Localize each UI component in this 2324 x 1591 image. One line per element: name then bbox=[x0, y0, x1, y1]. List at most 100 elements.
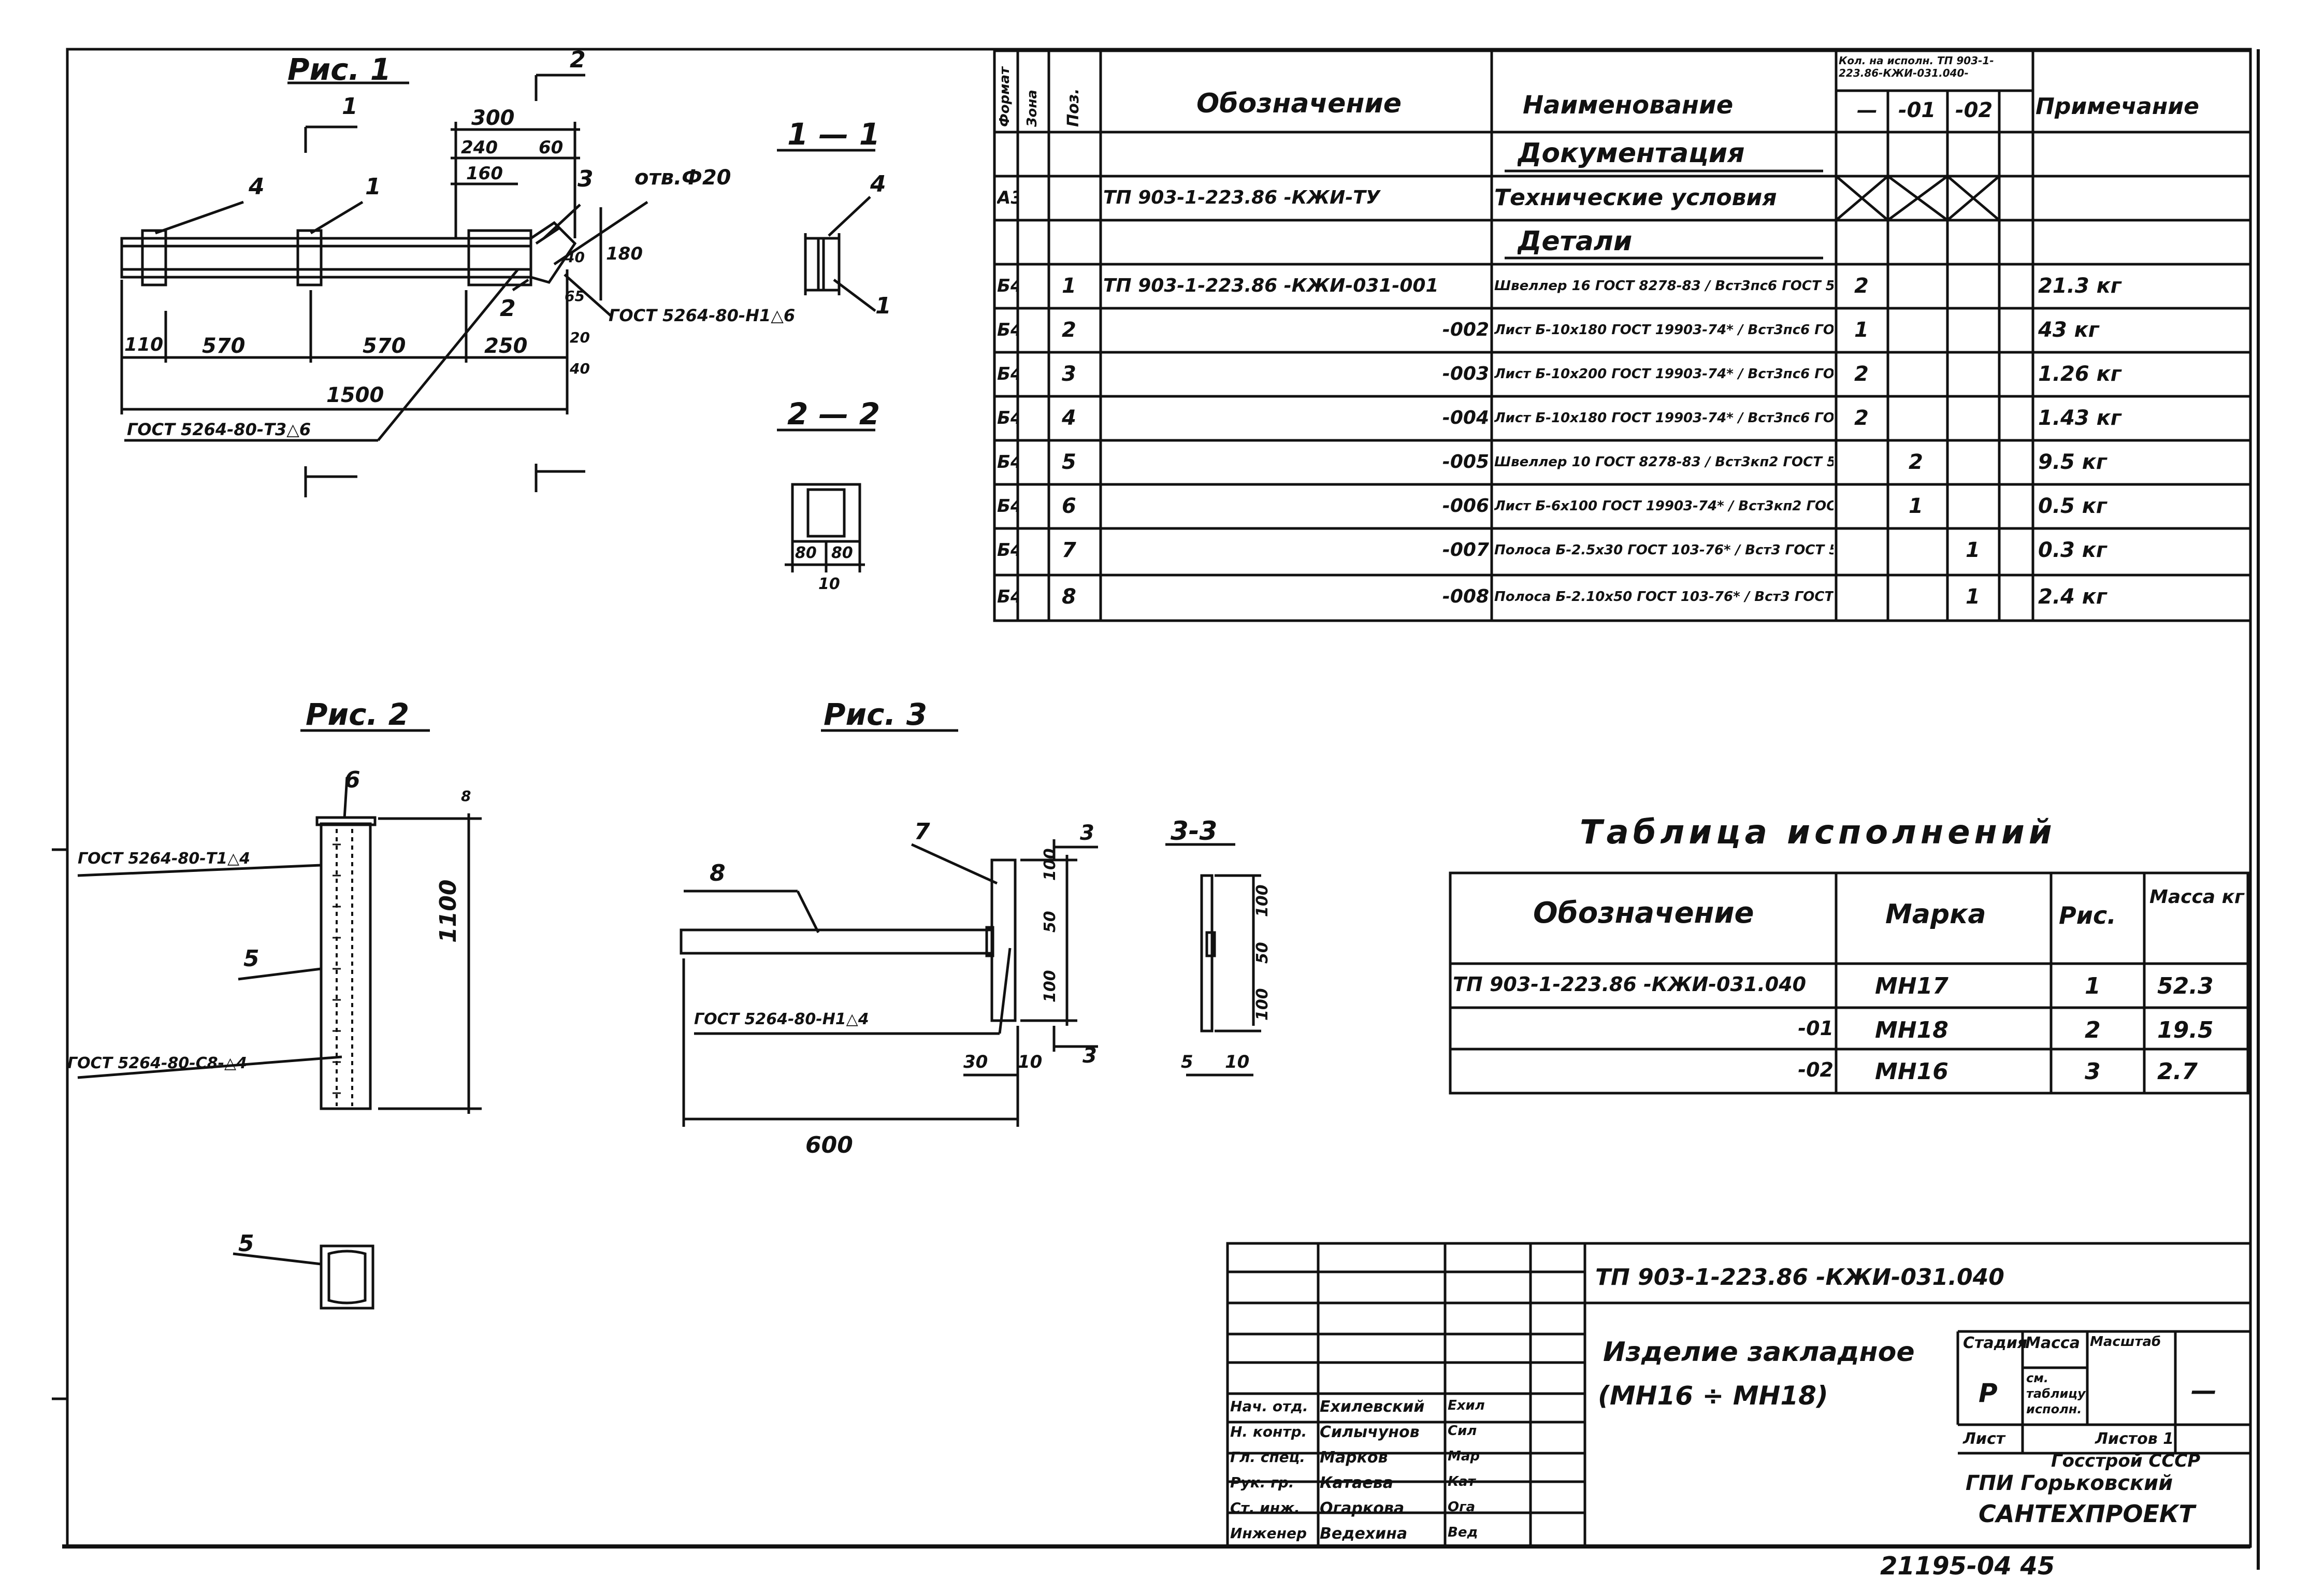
fig3-section-mark: 3 bbox=[1080, 821, 1094, 845]
spec-cell-pos: 8 bbox=[1062, 584, 1076, 609]
spec-cell-designation: -005 bbox=[1442, 451, 1489, 472]
fig1-label: 1 bbox=[365, 174, 381, 200]
spec-cell-pos: 5 bbox=[1062, 450, 1076, 474]
org-line1: Госстрой СССР bbox=[2051, 1451, 2201, 1471]
spec-cell-note: 1.26 кг bbox=[2038, 362, 2121, 386]
spec-table-grid bbox=[993, 49, 2252, 622]
section-mark-2: 2 bbox=[570, 47, 586, 73]
sheet-label: Лист bbox=[1963, 1430, 2005, 1448]
fig2-dim: 1100 bbox=[435, 879, 461, 943]
spec-cell-pos: 1 bbox=[1062, 274, 1076, 298]
fig1-dim: 570 bbox=[363, 334, 406, 358]
title-line1: Изделие закладное bbox=[1603, 1337, 1915, 1368]
exec-table-grid bbox=[1449, 871, 2249, 1095]
sec3-dim: 100 bbox=[1253, 988, 1272, 1021]
spec-cell-name: Лист Б-10х180 ГОСТ 19903-74* / Вст3пс6 Г… bbox=[1494, 322, 1834, 338]
spec-cell-designation: ТП 903-1-223.86 -КЖИ-ТУ bbox=[1103, 187, 1380, 208]
spec-cell-designation: -003 bbox=[1442, 363, 1489, 384]
fig3-dim: 100 bbox=[1041, 848, 1059, 881]
exec-cell: 1 bbox=[2085, 973, 2101, 999]
staff-sign: Ога bbox=[1448, 1499, 1476, 1515]
staff-name: Exилевский bbox=[1320, 1398, 1425, 1416]
staff-role: Рук. гр. bbox=[1230, 1474, 1294, 1491]
exec-header: Обозначение bbox=[1533, 896, 1754, 930]
fig3-dim: 50 bbox=[1041, 911, 1059, 933]
stage-label: Стадия bbox=[1963, 1334, 2028, 1352]
spec-cell-pos: 6 bbox=[1062, 494, 1076, 518]
spec-cell-q2: 1 bbox=[1966, 584, 1980, 609]
fig1-dim: 300 bbox=[471, 106, 515, 130]
fig1-dim: 110 bbox=[124, 334, 164, 355]
fig2-label: 6 bbox=[344, 767, 360, 793]
spec-cell-pos: 7 bbox=[1062, 538, 1076, 562]
exec-cell: МН17 bbox=[1875, 973, 1948, 999]
spec-cell-q0: 2 bbox=[1854, 274, 1869, 298]
spec-cell-name: Полоса Б-2.10х50 ГОСТ 103-76* / Вст3 ГОС… bbox=[1494, 589, 1834, 605]
section-1-1-label: 4 bbox=[870, 171, 886, 197]
fig1-label: 2 bbox=[500, 295, 516, 322]
org-line2: ГПИ Горьковский bbox=[1966, 1471, 2173, 1495]
section-2-2-drawing bbox=[777, 428, 875, 572]
spec-cell-format: Б4 bbox=[997, 276, 1018, 297]
sec3-dim: 100 bbox=[1253, 884, 1272, 917]
section-2-2-dim: 10 bbox=[818, 575, 840, 593]
exec-cell: МН18 bbox=[1875, 1017, 1948, 1043]
spec-cell-designation: ТП 903-1-223.86 -КЖИ-031-001 bbox=[1103, 275, 1439, 296]
fig1-drawing bbox=[120, 74, 648, 497]
spec-cell-format: Б4 bbox=[997, 586, 1018, 608]
staff-sign: Мар bbox=[1448, 1449, 1480, 1464]
fig3-label: 8 bbox=[710, 860, 726, 886]
spec-header-qty-col: — bbox=[1857, 98, 1878, 122]
staff-name: Марков bbox=[1320, 1449, 1388, 1467]
section-3-3-title: 3-3 bbox=[1171, 816, 1218, 846]
spec-header-qty-col: -02 bbox=[1955, 98, 1993, 122]
fig2-dim: 8 bbox=[461, 787, 471, 805]
spec-cell-designation: -007 bbox=[1442, 539, 1489, 561]
doc-number: ТП 903-1-223.86 -КЖИ-031.040 bbox=[1595, 1264, 2004, 1291]
fig1-dim: 250 bbox=[484, 334, 528, 358]
exec-cell: 2 bbox=[2085, 1017, 2101, 1043]
staff-role: Ст. инж. bbox=[1230, 1499, 1300, 1516]
spec-cell-note: 2.4 кг bbox=[2038, 584, 2107, 609]
spec-cell-q0: 2 bbox=[1854, 362, 1869, 386]
fig1-title: Рис. 1 bbox=[287, 52, 392, 87]
spec-cell-name: Технические условия bbox=[1494, 184, 1777, 211]
spec-header-format: Формат bbox=[997, 66, 1013, 127]
org-line3: САНТЕХПРОЕКТ bbox=[1979, 1500, 2195, 1528]
spec-cell-note: 43 кг bbox=[2038, 318, 2099, 342]
fig1-dim: 40 bbox=[565, 249, 585, 266]
staff-name: Катаева bbox=[1320, 1474, 1393, 1492]
spec-cell-note: 1.43 кг bbox=[2038, 406, 2121, 430]
spec-cell-note: 0.3 кг bbox=[2038, 538, 2107, 562]
outer-frame bbox=[66, 48, 2252, 1548]
fig3-drawing bbox=[680, 729, 1098, 1127]
spec-cell-designation: -002 bbox=[1442, 319, 1489, 340]
spec-cell-format: Б4 bbox=[997, 452, 1018, 473]
fig1-weld-label: ГОСТ 5264-80-Т3△6 bbox=[127, 420, 311, 439]
stage-value: Р bbox=[1979, 1378, 1998, 1408]
spec-cell-note: 21.3 кг bbox=[2038, 274, 2121, 298]
sec3-dim: 5 bbox=[1181, 1052, 1193, 1072]
exec-cell: 2.7 bbox=[2157, 1058, 2198, 1085]
spec-cell-pos: 4 bbox=[1062, 406, 1076, 430]
section-1-1-title: 1 — 1 bbox=[787, 117, 880, 152]
exec-cell: 3 bbox=[2085, 1058, 2101, 1085]
spec-cell-q1: 1 bbox=[1909, 494, 1923, 518]
fig3-title: Рис. 3 bbox=[824, 697, 928, 732]
fig3-dim: 30 bbox=[963, 1052, 988, 1072]
spec-header-note: Примечание bbox=[2036, 93, 2199, 120]
fig1-dim: 60 bbox=[539, 137, 564, 158]
spec-cell-pos: 2 bbox=[1062, 318, 1076, 342]
fig3-section-mark: 3 bbox=[1082, 1044, 1097, 1068]
staff-role: Инженер bbox=[1230, 1525, 1307, 1542]
exec-table-title: Таблица исполнений bbox=[1580, 813, 2056, 852]
spec-cell-name: Лист Б-6х100 ГОСТ 19903-74* / Вст3кп2 ГО… bbox=[1494, 498, 1834, 514]
fig2-title: Рис. 2 bbox=[306, 697, 410, 732]
spec-header-qty-group: Кол. на исполн. ТП 903-1-223.86-КЖИ-031.… bbox=[1839, 54, 1994, 79]
fig2-weld-label: ГОСТ 5264-80-С8-△4 bbox=[67, 1054, 247, 1072]
staff-role: Гл. спец. bbox=[1230, 1449, 1306, 1466]
fig1-dim: 240 bbox=[461, 137, 498, 158]
sheets-label: Листов 1 bbox=[2095, 1430, 2174, 1448]
spec-cell-note: 0.5 кг bbox=[2038, 494, 2107, 518]
spec-header-zone: Зона bbox=[1024, 90, 1040, 127]
